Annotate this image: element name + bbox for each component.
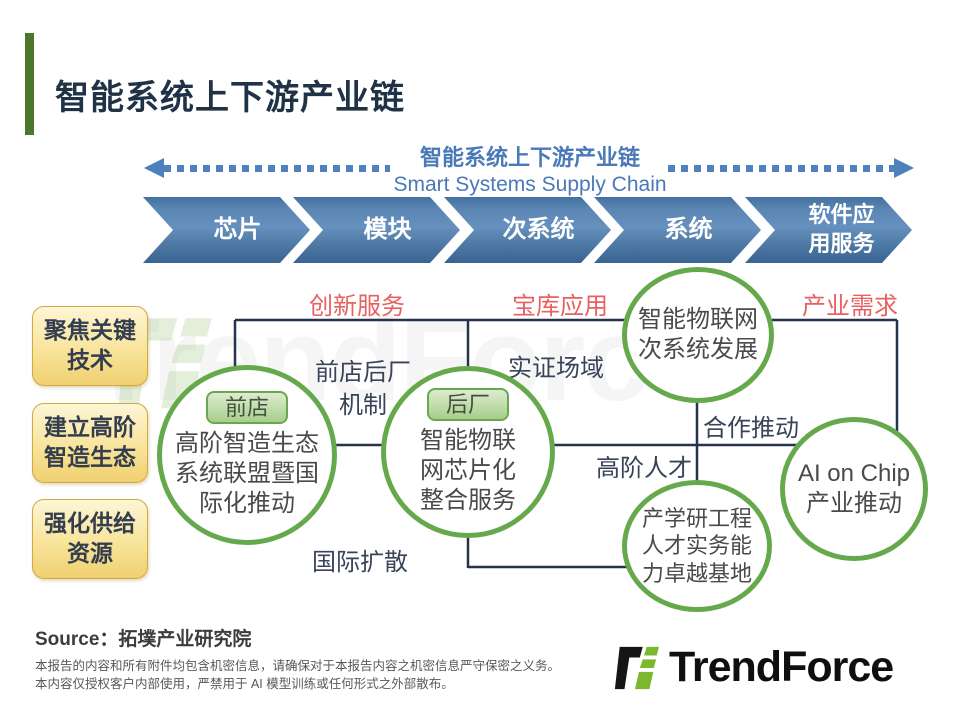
category-label-demand: 产业需求: [802, 293, 898, 320]
dotted-line-left: [164, 165, 390, 172]
bubble-ai-on-chip: AI on Chip 产业推动: [780, 417, 928, 561]
bubble-text-line: 际化推动: [199, 490, 295, 518]
bubble-text-line: 智能物联: [420, 427, 516, 455]
bubble-text-line: 产学研工程: [641, 505, 752, 531]
bubble-text-line: 系统联盟暨国: [175, 460, 319, 488]
bubble-text-line: 产业推动: [806, 490, 902, 517]
category-label-innovation: 创新服务: [309, 293, 405, 320]
front-shop-badge: 前店: [205, 390, 288, 425]
strategy-box-supply: 强化供给 资源: [32, 499, 148, 579]
stage-label: 系统: [664, 216, 713, 244]
trendforce-logo-icon: [614, 646, 660, 689]
stage-label: 芯片: [213, 216, 262, 244]
bubble-aiot-subsystem: 智能物联网 次系统发展: [622, 267, 774, 403]
title-accent-bar: [25, 33, 34, 135]
bubble-text-line: 次系统发展: [638, 336, 758, 363]
bubble-text-line: 力卓越基地: [641, 560, 752, 586]
connector-label-international: 国际扩散: [312, 549, 408, 576]
chain-heading: 智能系统上下游产业链 Smart Systems Supply Chain: [370, 140, 690, 197]
trendforce-logo: TrendForce: [610, 643, 894, 692]
trendforce-logo-text: TrendForce: [669, 643, 894, 691]
bubble-aiot-chip-service: 后厂 智能物联 网芯片化 整合服务: [381, 366, 555, 538]
strategy-box-ecosystem: 建立高阶 智造生态: [32, 403, 148, 483]
bubble-text-line: 智能物联网: [638, 306, 758, 333]
stage-label: 模块: [363, 216, 412, 244]
connector-label-cooperation: 合作推动: [703, 415, 799, 442]
stage-chevron-chip: 芯片: [143, 197, 310, 263]
connector-label-field: 实证场域: [508, 355, 604, 382]
category-label-application: 宝库应用: [512, 293, 608, 320]
strategy-box-line: 资源: [67, 540, 113, 566]
arrow-left-icon: [144, 158, 164, 178]
connector-label-line: 机制: [339, 392, 387, 419]
connector-label-front-back-mechanism: 前店后厂 机制: [300, 356, 426, 422]
bubble-text-line: 网芯片化: [420, 457, 516, 485]
source-note: Source：拓墣产业研究院: [35, 629, 252, 650]
bubble-text-line: AI on Chip: [797, 460, 911, 487]
strategy-box-line: 技术: [67, 347, 113, 373]
connector-label-line: 前店后厂: [315, 359, 411, 386]
disclaimer-line-1: 本报告的内容和所有附件均包含机密信息，请确保对于本报告内容之机密信息严守保密之义…: [35, 659, 561, 673]
back-factory-badge: 后厂: [426, 387, 509, 422]
strategy-box-line: 建立高阶: [44, 414, 136, 441]
stage-label: 软件应用服务: [808, 202, 875, 256]
chain-heading-zh: 智能系统上下游产业链: [419, 145, 640, 170]
bubble-ecosystem-alliance: 前店 高阶智造生态 系统联盟暨国 际化推动: [157, 365, 337, 545]
arrow-right-icon: [894, 158, 914, 178]
strategy-box-line: 智造生态: [44, 444, 136, 470]
bubble-talent-base: 产学研工程 人才实务能 力卓越基地: [622, 480, 772, 612]
strategy-box-line: 聚焦关键: [44, 317, 136, 344]
disclaimer-line-2: 本内容仅授权客户内部使用，严禁用于 AI 模型训练或任何形式之外部散布。: [35, 677, 454, 691]
bubble-text-line: 人才实务能: [641, 533, 752, 559]
page-title: 智能系统上下游产业链: [55, 79, 405, 117]
connector-label-talent: 高阶人才: [596, 455, 692, 482]
strategy-box-line: 强化供给: [44, 510, 136, 537]
bubble-text-line: 整合服务: [420, 487, 516, 515]
bubble-text-line: 高阶智造生态: [175, 430, 319, 458]
dotted-line-right: [668, 165, 894, 172]
stage-label: 次系统: [502, 216, 575, 244]
chain-heading-en: Smart Systems Supply Chain: [393, 173, 667, 196]
strategy-box-key-tech: 聚焦关键 技术: [32, 306, 148, 386]
